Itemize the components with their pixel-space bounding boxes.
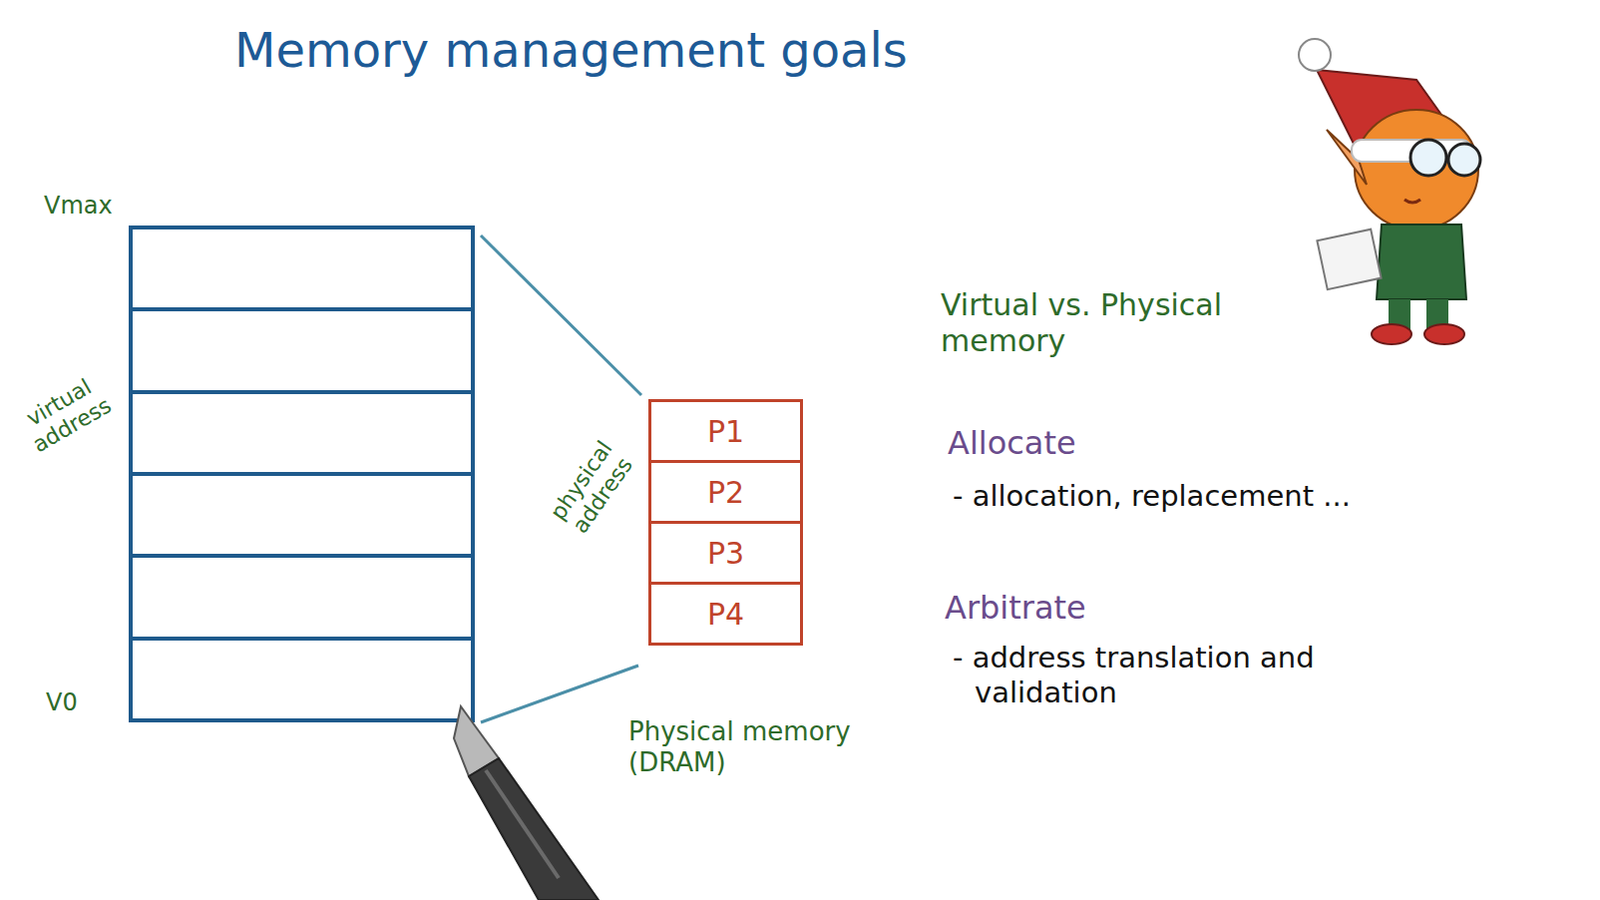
frame-label: P3 [707, 535, 745, 571]
title: Memory management goals [234, 21, 908, 80]
mapping-line [480, 665, 639, 723]
note-label: - allocation, replacement ... [952, 478, 1512, 514]
frame-label: P1 [707, 413, 745, 449]
axis-label: Vmax [43, 191, 113, 221]
note-label: - address translation and validation [952, 640, 1444, 711]
row-divider [130, 307, 473, 312]
caption-label: Physical memory (DRAM) [628, 716, 868, 779]
heading-label: Virtual vs. Physical memory [940, 287, 1320, 360]
pen [453, 706, 599, 900]
virtual-memory-box [130, 227, 473, 721]
frame-label: P2 [707, 474, 745, 510]
row-divider [130, 390, 473, 395]
mapping-line [480, 235, 642, 396]
axis-label: physical address [543, 433, 642, 543]
memory-frame: P4 [648, 581, 803, 646]
axis-label: V0 [45, 688, 78, 718]
frame-label: P4 [707, 596, 745, 632]
memory-frame: P1 [648, 399, 803, 463]
virtual-box-outline [130, 227, 473, 721]
row-divider [130, 636, 473, 641]
section-label: Allocate [947, 423, 1077, 462]
memory-frame: P2 [648, 459, 803, 524]
section-label: Arbitrate [944, 588, 1087, 627]
row-divider [130, 471, 473, 476]
memory-frame: P3 [648, 520, 803, 585]
row-divider [130, 553, 473, 558]
elf-character [1298, 38, 1481, 345]
axis-label: virtual address [9, 367, 123, 463]
